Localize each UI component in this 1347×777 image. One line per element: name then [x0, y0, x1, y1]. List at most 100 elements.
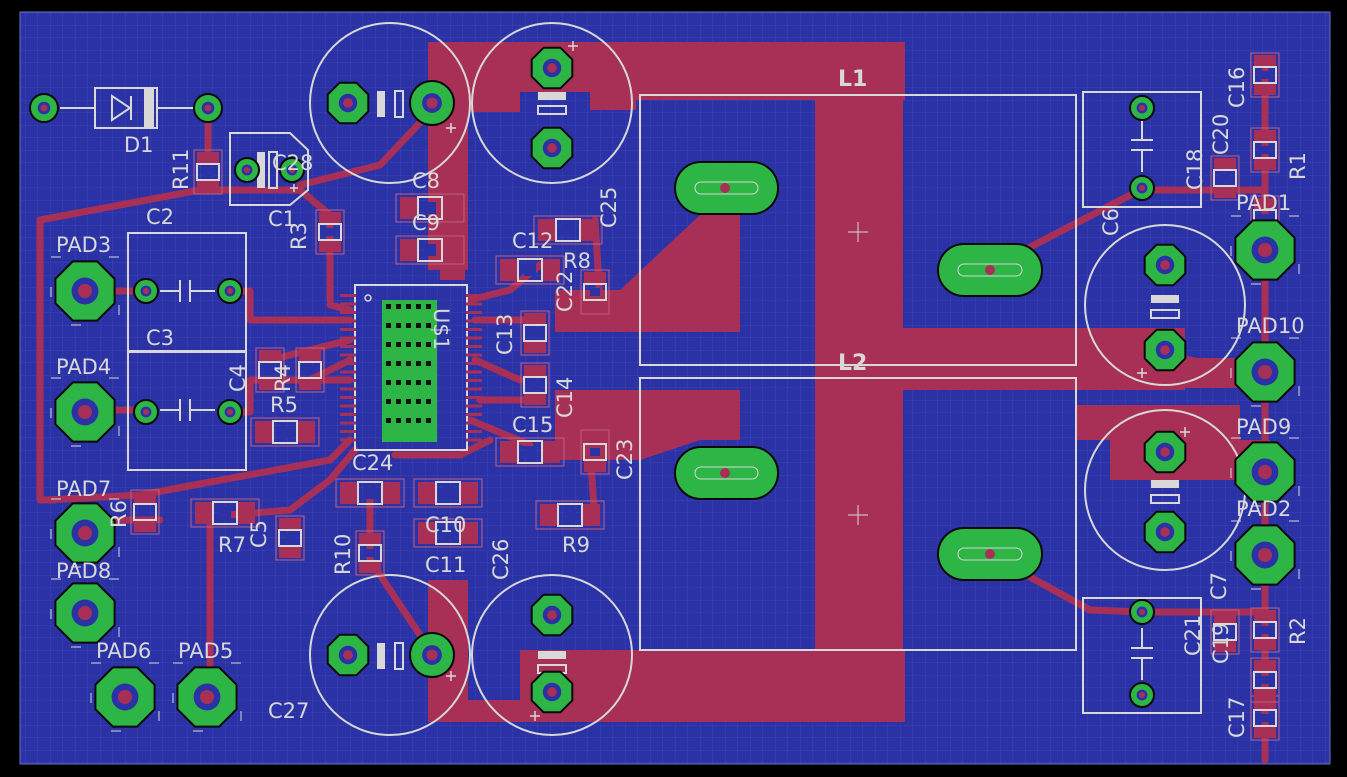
thermal-via: [426, 342, 431, 347]
ic-pin: [466, 311, 482, 314]
thermal-via: [406, 399, 411, 404]
label-u1: U$1: [429, 308, 453, 350]
thermal-via: [426, 380, 431, 385]
smd-c13: [520, 310, 550, 356]
ic-pin: [466, 421, 482, 425]
label-pad3: PAD3: [56, 233, 111, 257]
pad-c27-b: [409, 632, 455, 678]
ic-pin: [466, 413, 482, 416]
label-r1: R1: [1286, 152, 1310, 180]
ic-pin: [340, 362, 356, 365]
label-c16: C16: [1225, 67, 1249, 108]
thermal-via: [416, 418, 421, 423]
pad-c18-b: [1129, 175, 1155, 201]
thermal-via: [396, 304, 401, 309]
pad-c25e-a: [530, 46, 574, 90]
ic-pin: [340, 311, 356, 314]
thermal-via: [406, 361, 411, 366]
smd-r10: [355, 530, 385, 576]
label-pad8: PAD8: [56, 559, 111, 583]
label-c20: C20: [1209, 114, 1233, 155]
smd-c14: [520, 362, 550, 408]
thermal-via: [396, 418, 401, 423]
thermal-via: [396, 399, 401, 404]
pad-pad4: [50, 377, 120, 447]
label-r5: R5: [270, 393, 298, 417]
label-c4: C4: [226, 364, 250, 392]
label-c26: C26: [489, 539, 513, 580]
label-pad5: PAD5: [178, 639, 233, 663]
smd-r11: [193, 149, 223, 195]
label-l2: L2: [838, 351, 867, 376]
label-r6: R6: [107, 500, 131, 528]
label-c28: C28: [272, 151, 313, 175]
pad-c28-a: [326, 81, 370, 125]
pad-pad9: [1230, 437, 1300, 507]
smd-c11: [413, 518, 483, 548]
smd-components: [130, 52, 1280, 741]
pad-c3-a: [133, 399, 159, 425]
label-pad9: PAD9: [1236, 415, 1291, 439]
cap-symbols: [160, 120, 1153, 680]
smd-c5: [275, 515, 305, 561]
ic-pin: [466, 438, 482, 442]
label-r8: R8: [563, 249, 591, 273]
ic-pin: [340, 328, 356, 331]
smd-c8: [395, 193, 465, 223]
ic-pin: [340, 345, 356, 348]
thermal-via: [386, 399, 391, 404]
label-c23: C23: [613, 439, 637, 480]
smd-c16b: [1250, 127, 1280, 173]
ic-pin: [340, 404, 356, 408]
pad-c18-a: [1129, 95, 1155, 121]
ic-u1: [340, 284, 482, 451]
pad-pad6: [90, 662, 160, 732]
ic-pin: [466, 302, 482, 306]
label-c7: C7: [1207, 572, 1231, 600]
through-hole-pads: [29, 46, 1300, 732]
pad-c2-a: [133, 278, 159, 304]
label-c9: C9: [412, 211, 440, 235]
ic-pin: [466, 345, 482, 348]
electrolytic-bodies: [257, 90, 1180, 674]
board-outline: [19, 11, 1331, 765]
label-c25: C25: [597, 187, 621, 228]
smd-c23: [580, 429, 610, 475]
ic-pin: [466, 370, 482, 374]
silk-capacitor-outlines: [94, 22, 1246, 736]
diode-symbol: [60, 87, 195, 129]
label-c1: C1: [268, 207, 296, 231]
smd-c24: [335, 478, 405, 508]
pad-c3-b: [217, 399, 243, 425]
thermal-via: [416, 323, 421, 328]
thermal-via: [416, 304, 421, 309]
thermal-via: [406, 418, 411, 423]
label-r10: R10: [331, 534, 355, 575]
smd-c16: [1250, 52, 1280, 98]
ic-pin: [466, 353, 482, 357]
thermal-via: [426, 361, 431, 366]
label-c2: C2: [146, 205, 174, 229]
thermal-via: [416, 342, 421, 347]
label-r3: R3: [287, 222, 311, 250]
ic-pin: [340, 413, 356, 416]
ic-pin: [340, 302, 356, 306]
ic-pin: [340, 438, 356, 442]
label-c18: C18: [1183, 149, 1207, 190]
label-c3: C3: [146, 326, 174, 350]
ic-pin: [466, 328, 482, 331]
pad-d1-a: [29, 93, 59, 123]
smd-c19: [1210, 609, 1240, 655]
thermal-via: [416, 361, 421, 366]
label-c8: C8: [412, 169, 440, 193]
label-c27: C27: [268, 699, 309, 723]
pad-c21-a: [1129, 599, 1155, 625]
smd-r4: [255, 347, 285, 393]
smd-r2: [1250, 607, 1280, 653]
smd-r4b: [295, 347, 325, 393]
ic-pin: [466, 396, 482, 399]
pad-c7-b: [1143, 510, 1187, 554]
pad-c26e-b: [530, 670, 574, 714]
ic-pin: [466, 294, 482, 297]
